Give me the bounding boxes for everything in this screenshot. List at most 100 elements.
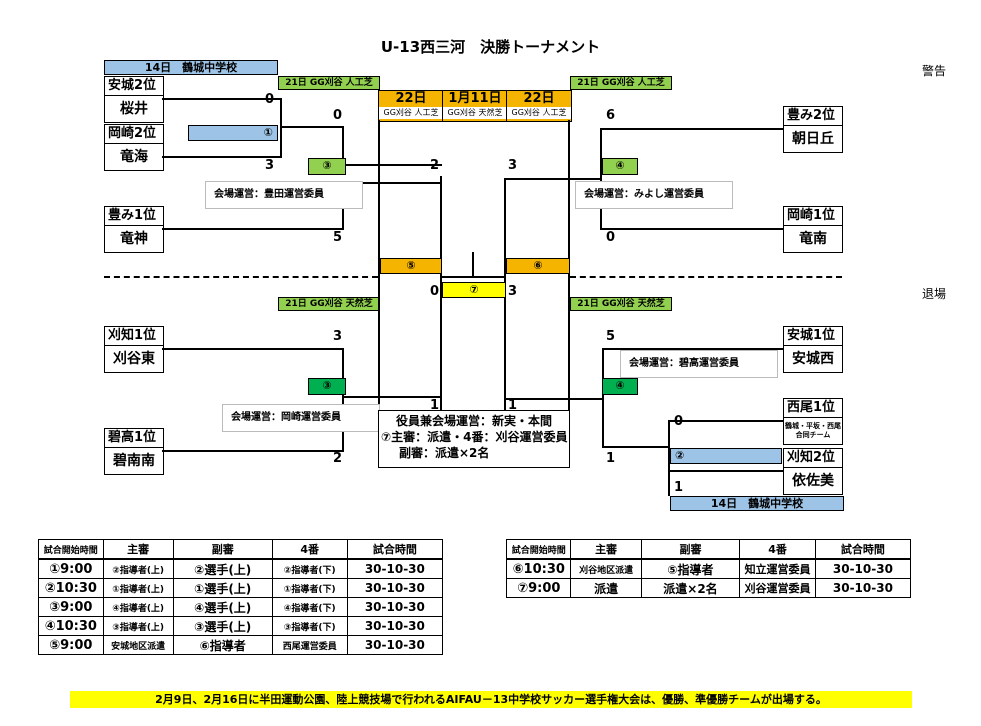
cell: 派遣×2名 <box>640 578 741 598</box>
score: 1 <box>674 480 684 495</box>
cell: 刈谷運営委員 <box>739 578 816 598</box>
team-box-t3: 豊み1位 竜神 <box>104 206 164 253</box>
table-row: ③9:00 ④指導者(上) ④選手(上) ④指導者(下) 30-10-30 <box>38 597 444 617</box>
exit-label: 退場 <box>922 287 947 301</box>
cell: 西尾運営委員 <box>271 635 348 655</box>
venue-note-4: 会場運営：岡崎運営委員 <box>222 404 380 432</box>
score: 0 <box>606 230 616 245</box>
team-name: 依佐美 <box>792 473 834 489</box>
score: 3 <box>508 158 518 173</box>
date-bar-bl: 21日 GG刈谷 天然芝 <box>278 297 380 311</box>
header-cell: 試合時間 <box>814 539 912 560</box>
team-rank: 豊み1位 <box>105 207 163 226</box>
cell: ③選手(上) <box>172 616 273 636</box>
score: 0 <box>674 414 684 429</box>
team-rank: 岡崎1位 <box>784 207 842 226</box>
team-name: 竜南 <box>799 231 827 247</box>
team-box-t8: 安城1位 安城西 <box>783 326 843 373</box>
venue-note-1: 会場運営：豊田運営委員 <box>205 181 363 209</box>
match-5-marker: ⑤ <box>380 258 442 274</box>
header-cell: 副審 <box>640 539 741 560</box>
match-1-marker: ① <box>188 125 278 141</box>
team-name: 刈谷東 <box>113 351 155 367</box>
team-rank: 安城2位 <box>105 77 163 96</box>
team-name: 安城西 <box>792 351 834 367</box>
cell: ②指導者(上) <box>102 558 174 579</box>
table-row: ⑥10:30 刈谷地区派遣 ⑤指導者 知立運営委員 30-10-30 <box>505 558 912 579</box>
schedule-table-right: 試合開始時間 主審 副審 4番 試合時間 ⑥10:30 刈谷地区派遣 ⑤指導者 … <box>505 539 912 598</box>
cell: ②指導者(下) <box>271 558 348 579</box>
header-cell: 4番 <box>271 539 348 560</box>
score: 2 <box>430 158 440 173</box>
match-3-marker-top: ③ <box>308 158 346 175</box>
team-name: 碧南南 <box>113 453 155 469</box>
date-block-left: 22日 GG刈谷 人工芝 <box>378 90 444 122</box>
score: 3 <box>265 158 275 173</box>
team-box-t9: 西尾1位 鶴城・平坂・西尾 合同チーム <box>783 398 843 445</box>
cell: ④選手(上) <box>172 597 273 617</box>
cell: ⑥10:30 <box>505 558 572 579</box>
cell: ⑦9:00 <box>505 578 572 598</box>
table-row: ④10:30 ③指導者(上) ③選手(上) ③指導者(下) 30-10-30 <box>38 616 444 636</box>
score: 0 <box>430 284 440 299</box>
date-block-right: 22日 GG刈谷 人工芝 <box>506 90 572 122</box>
score: 0 <box>265 92 275 107</box>
score: 3 <box>508 284 518 299</box>
header-cell: 主審 <box>570 539 642 560</box>
cell: ⑤指導者 <box>640 558 741 579</box>
venue-top-left: 14日 鶴城中学校 <box>104 60 278 75</box>
date-block-center-day: 1月11日 <box>448 91 502 106</box>
cell: ③指導者(下) <box>271 616 348 636</box>
cell: 安城地区派遣 <box>102 635 174 655</box>
page-title: U-13西三河 決勝トーナメント <box>380 38 601 56</box>
score: 1 <box>606 451 616 466</box>
match-4-marker-top: ④ <box>602 158 638 175</box>
date-block-right-sub: GG刈谷 人工芝 <box>507 107 571 119</box>
team-box-t1: 安城2位 桜井 <box>104 76 164 123</box>
match-6-marker: ⑥ <box>506 258 570 274</box>
cell: ①9:00 <box>38 558 104 579</box>
venue-note-3: 会場運営：碧高運営委員 <box>620 350 778 378</box>
score: 5 <box>606 329 616 344</box>
team-rank: 西尾1位 <box>784 399 842 418</box>
cell: 30-10-30 <box>814 558 912 579</box>
date-block-center: 1月11日 GG刈谷 天然芝 <box>442 90 508 122</box>
header-cell: 4番 <box>739 539 816 560</box>
team-box-t2: 岡崎2位 竜海 <box>104 124 164 171</box>
team-name: 朝日丘 <box>792 131 834 147</box>
footer-notice: 2月9日、2月16日に半田運動公園、陸上競技場で行われるAIFAU－13中学校サ… <box>70 691 912 708</box>
team-name: 竜神 <box>120 231 148 247</box>
cell: ①選手(上) <box>172 578 273 598</box>
header-cell: 試合開始時間 <box>38 539 104 560</box>
date-bar-tr: 21日 GG刈谷 人工芝 <box>570 76 672 90</box>
team-box-t5: 岡崎1位 竜南 <box>783 206 843 253</box>
header-cell: 主審 <box>102 539 174 560</box>
venue-bottom-right: 14日 鶴城中学校 <box>670 496 844 511</box>
date-bar-br: 21日 GG刈谷 天然芝 <box>570 297 672 311</box>
header-cell: 副審 <box>172 539 273 560</box>
officials-box: 役員兼会場運営：新実・本間 ⑦主審：派遣・4番：刈谷運営委員 副審：派遣×2名 <box>378 410 570 468</box>
cell: 刈谷地区派遣 <box>570 558 642 579</box>
team-name: 桜井 <box>120 101 148 117</box>
cell: 30-10-30 <box>346 558 444 579</box>
cell: ①指導者(下) <box>271 578 348 598</box>
team-rank: 安城1位 <box>784 327 842 346</box>
match-2-marker: ② <box>670 448 782 464</box>
team-name: 竜海 <box>120 149 148 165</box>
cell: 知立運営委員 <box>739 558 816 579</box>
cell: ②10:30 <box>38 578 104 598</box>
officials-line2: ⑦主審：派遣・4番：刈谷運営委員 <box>381 430 568 444</box>
cell: 30-10-30 <box>814 578 912 598</box>
team-box-t6: 刈知1位 刈谷東 <box>104 326 164 373</box>
table-row: ①9:00 ②指導者(上) ②選手(上) ②指導者(下) 30-10-30 <box>38 558 444 579</box>
date-block-left-sub: GG刈谷 人工芝 <box>379 107 443 119</box>
match-3-marker-bottom: ③ <box>308 378 346 395</box>
score: 5 <box>333 230 343 245</box>
cell: ①指導者(上) <box>102 578 174 598</box>
score: 0 <box>333 108 343 123</box>
score: 2 <box>333 451 343 466</box>
table-row: ⑤9:00 安城地区派遣 ⑥指導者 西尾運営委員 30-10-30 <box>38 635 444 655</box>
cell: ③指導者(上) <box>102 616 174 636</box>
match-7-marker: ⑦ <box>442 282 506 298</box>
date-block-right-day: 22日 <box>523 91 555 106</box>
